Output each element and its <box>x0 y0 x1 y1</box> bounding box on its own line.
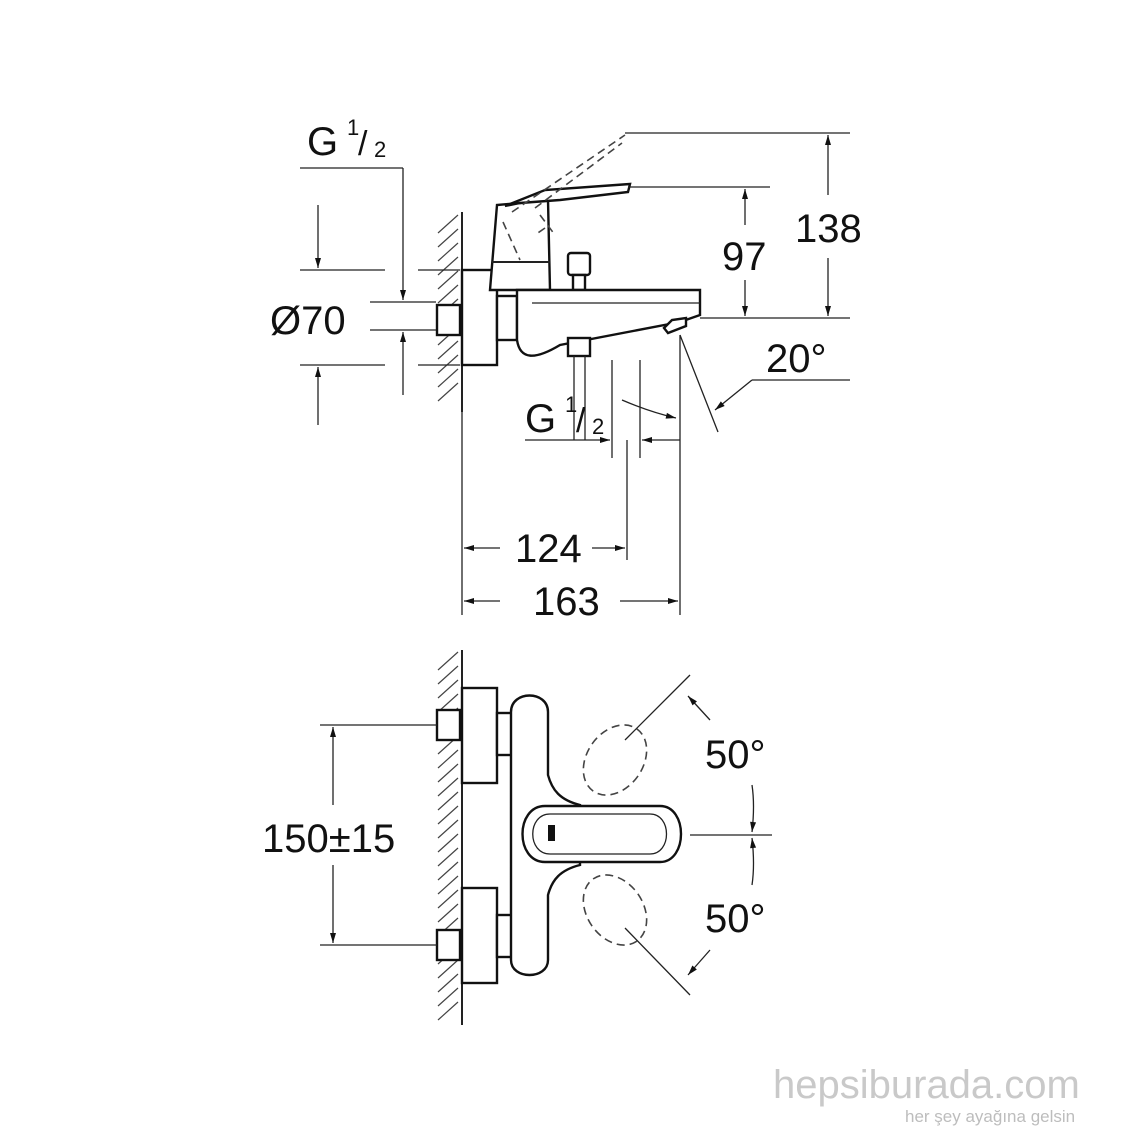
hatch-line <box>437 270 459 290</box>
watermark-brand: hepsiburada.com <box>773 1063 1080 1107</box>
front-view: 50° 50° 150±15 <box>262 650 772 1025</box>
hatch-line <box>437 861 459 881</box>
dim-projection-outlet: 124 <box>515 527 582 571</box>
svg-text:G: G <box>307 120 338 164</box>
hatch-line <box>437 382 459 402</box>
wall-flange-bottom <box>460 886 499 985</box>
lever-front <box>521 804 683 864</box>
hatch-line <box>437 847 459 867</box>
svg-text:2: 2 <box>374 137 386 162</box>
dim-lever-angle-down: 50° <box>705 897 766 941</box>
wall-flange-top <box>460 686 499 785</box>
dim-projection-total: 163 <box>533 580 600 624</box>
dim-height-total: 138 <box>795 207 862 251</box>
hatch-line <box>437 284 459 304</box>
nut <box>495 294 519 342</box>
hatch-line <box>437 242 459 262</box>
dim-lever-angle-up: 50° <box>705 733 766 777</box>
dim-inlet-spacing: 150±15 <box>262 817 395 861</box>
label-outlet-thread: G 1 / 2 <box>525 392 604 441</box>
watermark-tagline: her şey ayağına gelsin <box>905 1107 1075 1126</box>
hatch-line <box>437 749 459 769</box>
hatch-line <box>437 665 459 685</box>
lever-handle <box>504 182 632 208</box>
hatch-line <box>437 889 459 909</box>
hatch-line <box>437 819 459 839</box>
lever-position-up <box>582 724 648 796</box>
side-view: 138 97 Ø70 G 1 / 2 20° G 1 <box>270 115 862 624</box>
svg-text:/: / <box>358 125 368 163</box>
hatch-line <box>437 214 459 234</box>
svg-text:G: G <box>525 397 556 441</box>
hatch-line <box>437 959 459 979</box>
hatch-line <box>437 763 459 783</box>
hatch-line <box>437 791 459 811</box>
shower-outlet <box>566 336 592 358</box>
inlet-connector-top <box>435 708 462 742</box>
hatch-line <box>437 973 459 993</box>
hatch-line <box>437 875 459 895</box>
svg-text:/: / <box>576 402 586 440</box>
hatch-line <box>437 805 459 825</box>
hatch-line <box>437 1001 459 1021</box>
hatch-line <box>437 340 459 360</box>
dim-flange-diameter: Ø70 <box>270 299 346 343</box>
inlet-connector-bottom <box>435 928 462 962</box>
hatch-line <box>437 354 459 374</box>
lever-position-down <box>582 874 648 946</box>
svg-text:1: 1 <box>347 115 359 140</box>
hatch-line <box>437 903 459 923</box>
dim-outlet-angle: 20° <box>766 337 827 381</box>
hatch-line <box>437 679 459 699</box>
aerator <box>662 316 688 335</box>
hatch-line <box>437 833 459 853</box>
hatch-line <box>437 651 459 671</box>
hatch-line <box>437 987 459 1007</box>
svg-text:1: 1 <box>565 392 577 417</box>
hatch-line <box>437 256 459 276</box>
hatch-line <box>437 368 459 388</box>
cartridge-body <box>488 198 552 292</box>
hatch-line <box>437 228 459 248</box>
label-inlet-thread: G 1 / 2 <box>307 115 386 164</box>
diverter-knob <box>566 251 592 277</box>
dim-height-lever: 97 <box>722 235 767 279</box>
svg-text:2: 2 <box>592 414 604 439</box>
inlet-connector <box>435 303 462 337</box>
hatch-line <box>437 777 459 797</box>
